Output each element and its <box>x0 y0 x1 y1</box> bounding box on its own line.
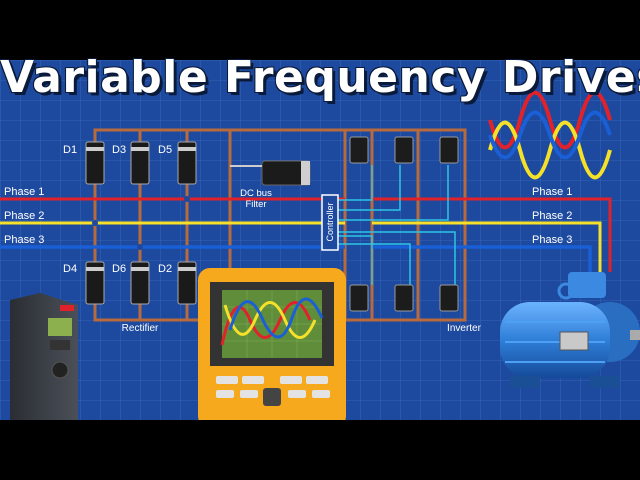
input-phase-2-label: Phase 2 <box>4 210 44 222</box>
phase-3-line <box>0 245 592 272</box>
output-phase-3-label: Phase 3 <box>532 234 572 246</box>
controller-wiring <box>338 165 456 285</box>
oscilloscope <box>198 268 346 428</box>
vfd-drive-unit <box>10 293 78 420</box>
three-phase-wave-icon <box>488 90 612 180</box>
diode-label-d3: D3 <box>112 144 126 156</box>
diode-label-d2: D2 <box>158 263 172 275</box>
rectifier-diodes <box>85 141 197 305</box>
bottom-letterbox <box>0 420 640 480</box>
phase-1-line <box>0 197 612 272</box>
dc-bus-label: DC bus <box>240 188 272 199</box>
inverter-transistors <box>349 136 459 312</box>
controller-box: Controller <box>321 194 339 251</box>
diode-label-d1: D1 <box>63 144 77 156</box>
input-phase-1-label: Phase 1 <box>4 186 44 198</box>
diode-label-d6: D6 <box>112 263 126 275</box>
diode-label-d5: D5 <box>158 144 172 156</box>
phase-2-line <box>0 221 602 272</box>
output-phase-1-label: Phase 1 <box>532 186 572 198</box>
rectifier-label: Rectifier <box>122 323 159 334</box>
inverter-label: Inverter <box>447 323 482 334</box>
controller-label: Controller <box>325 202 335 241</box>
input-phase-3-label: Phase 3 <box>4 234 44 246</box>
page-title: Variable Frequency Drives <box>0 52 640 103</box>
diode-label-d4: D4 <box>63 263 77 275</box>
dc-bus-capacitor <box>230 160 311 186</box>
top-letterbox <box>0 0 640 60</box>
output-phase-2-label: Phase 2 <box>532 210 572 222</box>
filter-label: Filter <box>245 199 266 210</box>
electric-motor <box>500 272 640 388</box>
